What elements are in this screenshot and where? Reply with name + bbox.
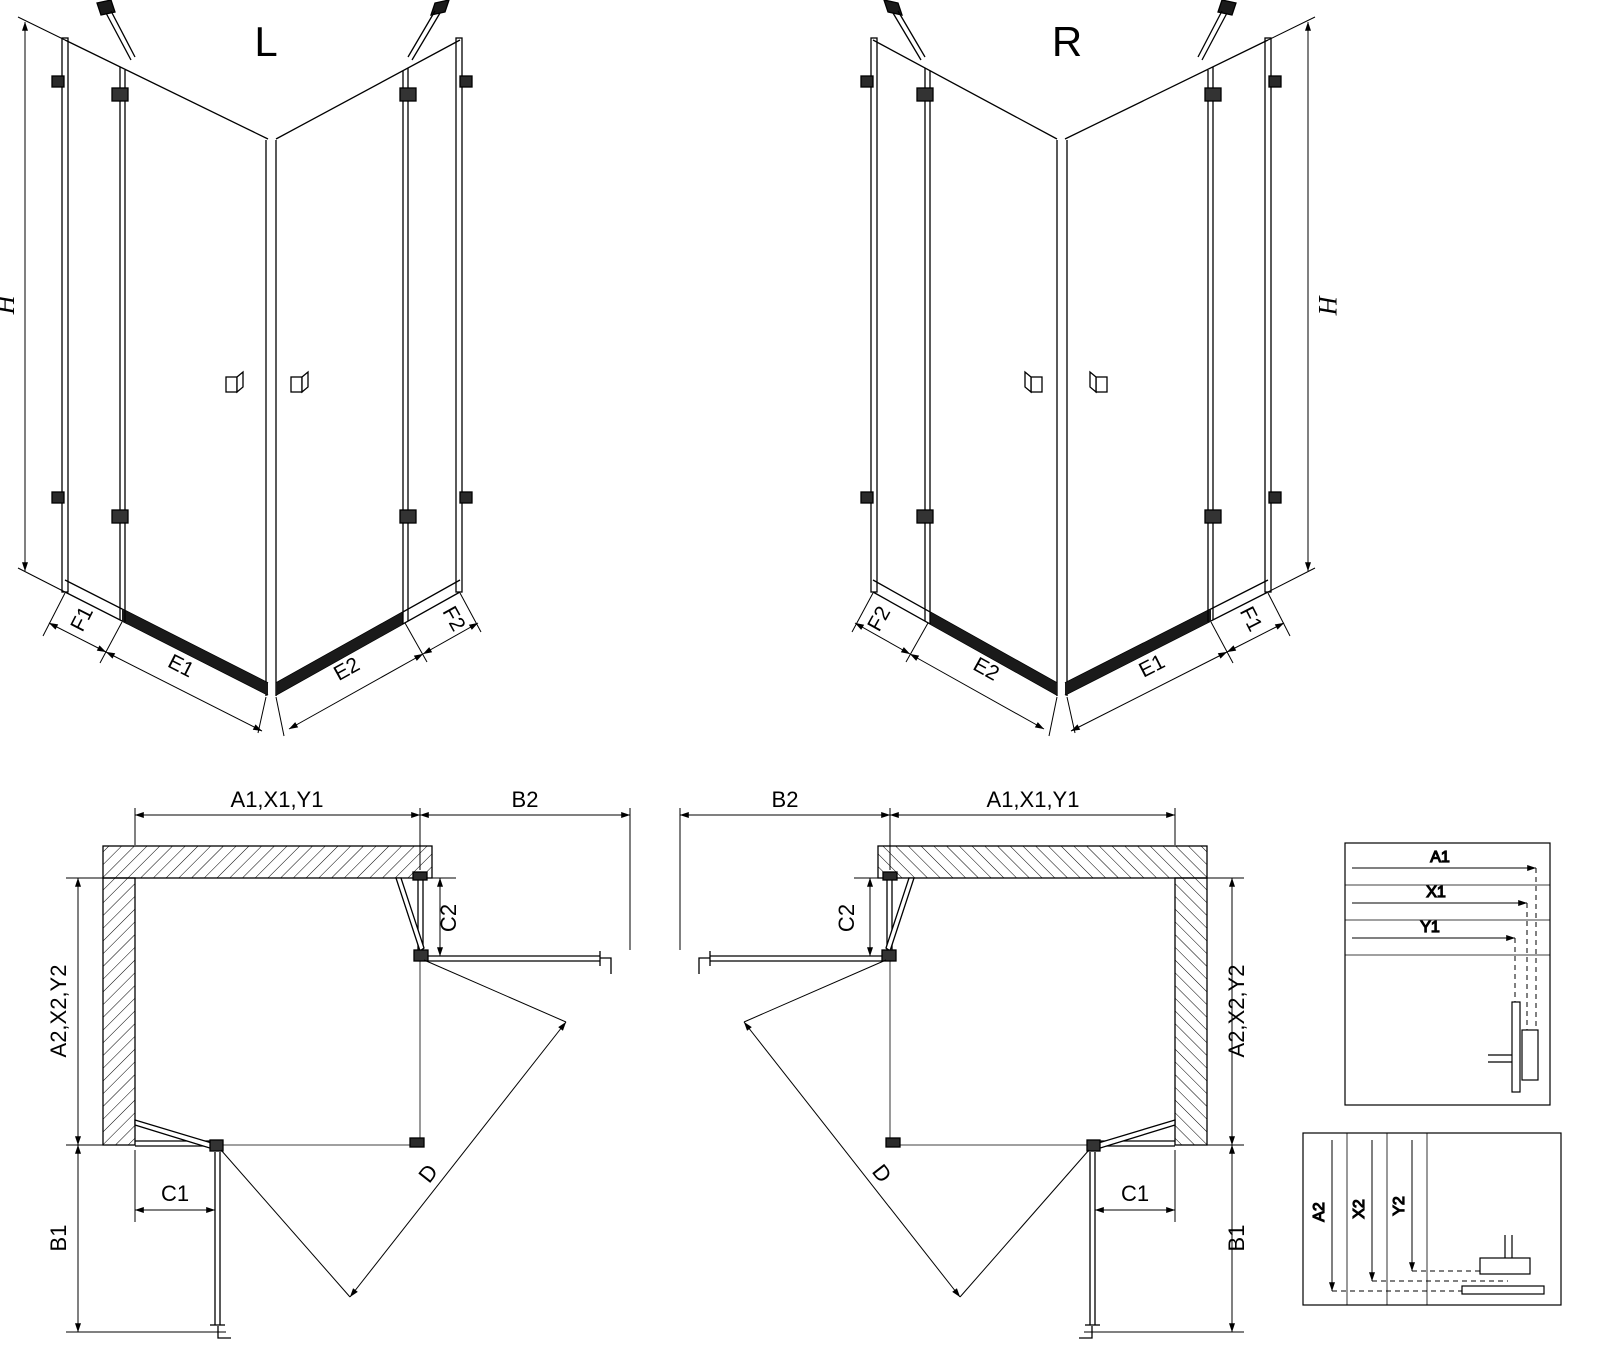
detail-label-y2: Y2 [1391, 1196, 1408, 1216]
dim-label-h-right: H [1313, 295, 1342, 316]
dim-label-b1-right: B1 [1224, 1225, 1249, 1252]
dim-label-f1-left: F1 [66, 603, 98, 635]
plan-view-right: B2 A1,X1,Y1 C2 A2,X2,Y2 B1 C1 D [680, 787, 1249, 1338]
dim-label-c1-right: C1 [1121, 1181, 1149, 1206]
perspective-view-right: R H F2 E2 E1 F1 [852, 0, 1342, 736]
dim-label-a1-left: A1,X1,Y1 [231, 787, 324, 812]
dim-label-c1-left: C1 [161, 1181, 189, 1206]
dim-label-b2-right: B2 [772, 787, 799, 812]
dim-label-h-left: H [0, 294, 20, 315]
dim-label-a2-right: A2,X2,Y2 [1224, 965, 1249, 1058]
detail-view-bottom: A2 X2 Y2 [1302, 1132, 1562, 1306]
dim-label-d-left: D [413, 1159, 442, 1187]
detail-label-a2: A2 [1311, 1202, 1328, 1222]
profile-section [1488, 1001, 1539, 1093]
detail-label-x1: X1 [1426, 884, 1446, 901]
detail-label-y1: Y1 [1420, 919, 1440, 936]
view-title-right: R [1052, 18, 1082, 65]
dim-label-a2-left: A2,X2,Y2 [46, 965, 71, 1058]
dim-label-c2-right: C2 [834, 904, 859, 932]
dim-label-b2-left: B2 [512, 787, 539, 812]
dim-label-f1-right: F1 [1235, 603, 1267, 635]
detail-label-a1: A1 [1430, 849, 1450, 866]
detail-view-top: A1 X1 Y1 [1344, 842, 1551, 1106]
view-title-left: L [254, 18, 277, 65]
dim-label-d-right: D [867, 1159, 896, 1187]
detail-label-x2: X2 [1351, 1199, 1368, 1219]
plan-view-left: A1,X1,Y1 B2 C2 A2,X2,Y2 B1 C1 D [46, 787, 630, 1338]
profile-section [1461, 1235, 1545, 1295]
dim-label-c2-left: C2 [436, 904, 461, 932]
dim-label-b1-left: B1 [46, 1225, 71, 1252]
perspective-view-left: L H F1 E1 E2 F2 [0, 0, 481, 736]
dim-label-a1-right: A1,X1,Y1 [987, 787, 1080, 812]
